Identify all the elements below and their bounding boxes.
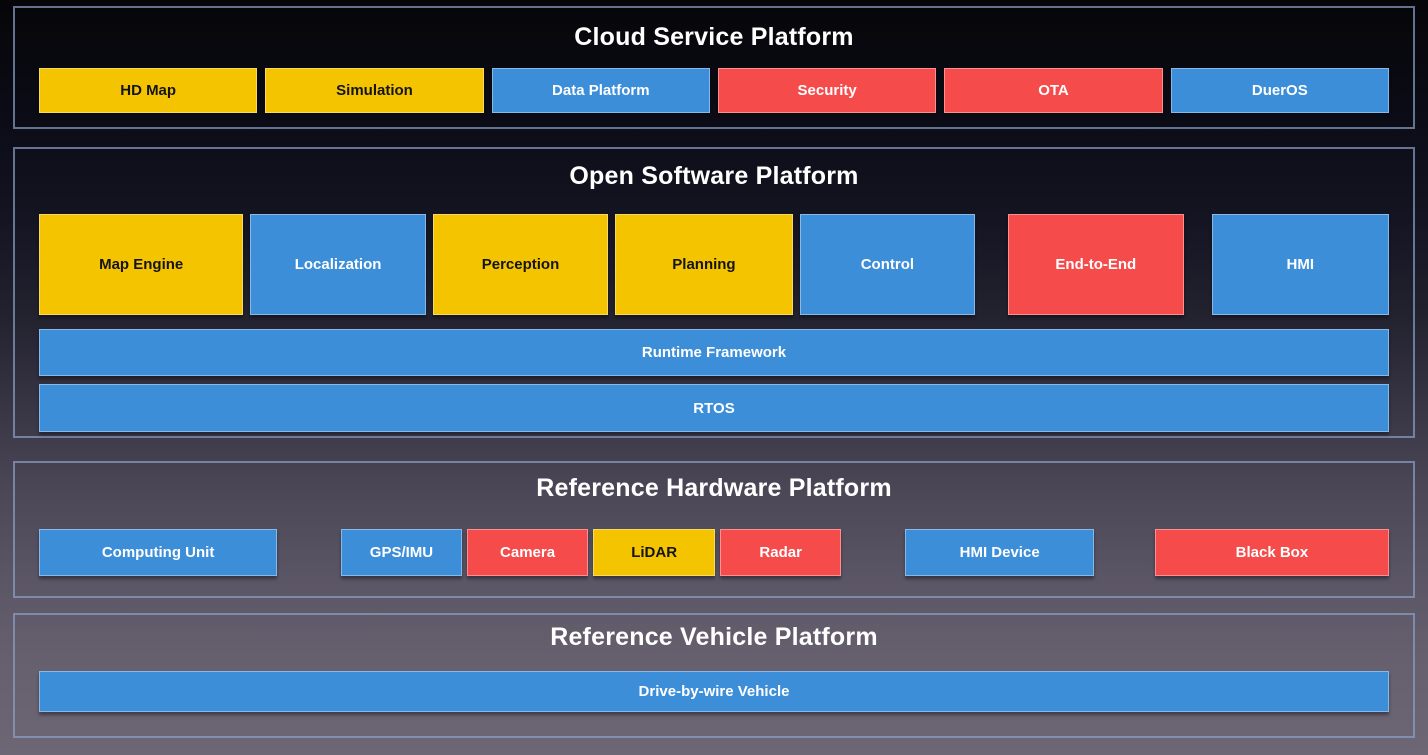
bar-drive-by-wire-vehicle: Drive-by-wire Vehicle bbox=[39, 671, 1389, 712]
open-software-platform-title: Open Software Platform bbox=[569, 162, 859, 190]
hw-box-computing-unit: Computing Unit bbox=[39, 529, 278, 576]
hardware-row: Computing Unit GPS/IMU Camera LiDAR Rada… bbox=[39, 529, 1389, 576]
cloud-box-hd-map: HD Map bbox=[39, 68, 258, 113]
hw-box-hmi-device: HMI Device bbox=[905, 529, 1094, 576]
module-perception: Perception bbox=[432, 214, 609, 315]
hw-box-gps-imu: GPS/IMU bbox=[341, 529, 462, 576]
reference-hardware-platform-title: Reference Hardware Platform bbox=[536, 474, 892, 502]
cloud-service-platform-title: Cloud Service Platform bbox=[574, 23, 854, 51]
hw-box-radar: Radar bbox=[719, 529, 842, 576]
reference-vehicle-platform-title: Reference Vehicle Platform bbox=[550, 623, 878, 651]
module-control: Control bbox=[799, 214, 976, 315]
reference-vehicle-platform-section: Reference Vehicle Platform Drive-by-wire… bbox=[13, 613, 1415, 738]
module-map-engine: Map Engine bbox=[39, 214, 244, 315]
cloud-box-dueros: DuerOS bbox=[1170, 68, 1389, 113]
cloud-box-simulation: Simulation bbox=[265, 68, 484, 113]
cloud-box-security: Security bbox=[717, 68, 937, 113]
reference-hardware-platform-section: Reference Hardware Platform Computing Un… bbox=[13, 461, 1415, 598]
cloud-services-row: HD Map Simulation Data Platform Security… bbox=[39, 68, 1389, 113]
cloud-service-platform-section: Cloud Service Platform HD Map Simulation… bbox=[13, 6, 1415, 129]
open-software-platform-section: Open Software Platform Map Engine Locali… bbox=[13, 147, 1415, 438]
cloud-box-ota: OTA bbox=[944, 68, 1163, 113]
bar-rtos: RTOS bbox=[39, 384, 1389, 432]
module-localization: Localization bbox=[250, 214, 426, 315]
module-planning: Planning bbox=[615, 214, 793, 315]
cloud-box-data-platform: Data Platform bbox=[491, 68, 710, 113]
module-end-to-end: End-to-End bbox=[1008, 214, 1184, 315]
hw-box-camera: Camera bbox=[466, 529, 589, 576]
bar-runtime-framework: Runtime Framework bbox=[39, 329, 1389, 376]
hw-box-black-box: Black Box bbox=[1154, 529, 1389, 576]
software-modules-row: Map Engine Localization Perception Plann… bbox=[39, 214, 1389, 315]
module-hmi: HMI bbox=[1211, 214, 1389, 315]
hw-box-lidar: LiDAR bbox=[593, 529, 715, 576]
